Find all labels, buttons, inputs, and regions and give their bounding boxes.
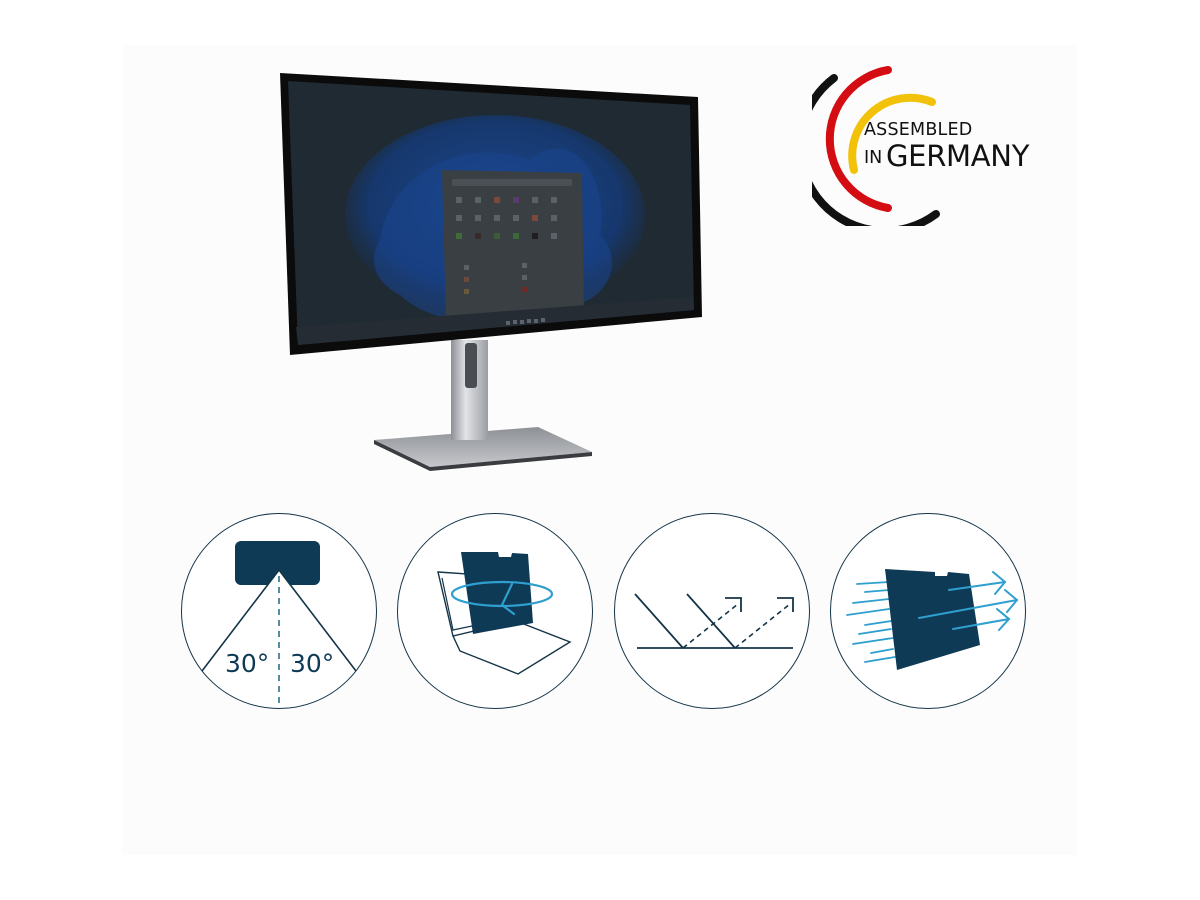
stand-base [374, 427, 592, 467]
assembled-in-germany-badge [812, 66, 940, 226]
feature-reversible-filter [397, 513, 593, 709]
angle-label-left: 30° [225, 649, 270, 678]
badge-text-germany: GERMANY [886, 139, 1030, 173]
badge-text-in: IN [864, 148, 883, 168]
viewing-angle-icon [201, 541, 357, 708]
angle-label-right: 30° [290, 649, 335, 678]
arc-red [825, 66, 892, 212]
feature-viewing-angle: 30° 30° [181, 513, 377, 709]
arc-black [812, 74, 940, 226]
start-menu-window [442, 170, 584, 321]
feature-anti-glare [614, 513, 810, 709]
feature-blue-light-filter [830, 513, 1026, 709]
arc-yellow [848, 93, 936, 174]
screen-shape [235, 541, 320, 585]
filter-panel [885, 569, 980, 670]
blue-light-filter-icon [846, 569, 1019, 670]
anti-glare-icon [634, 593, 794, 649]
reversible-filter-icon [437, 552, 572, 675]
filter-panel [461, 552, 533, 634]
monitor-image [280, 73, 702, 471]
badge-text-assembled: ASSEMBLED [864, 120, 973, 140]
